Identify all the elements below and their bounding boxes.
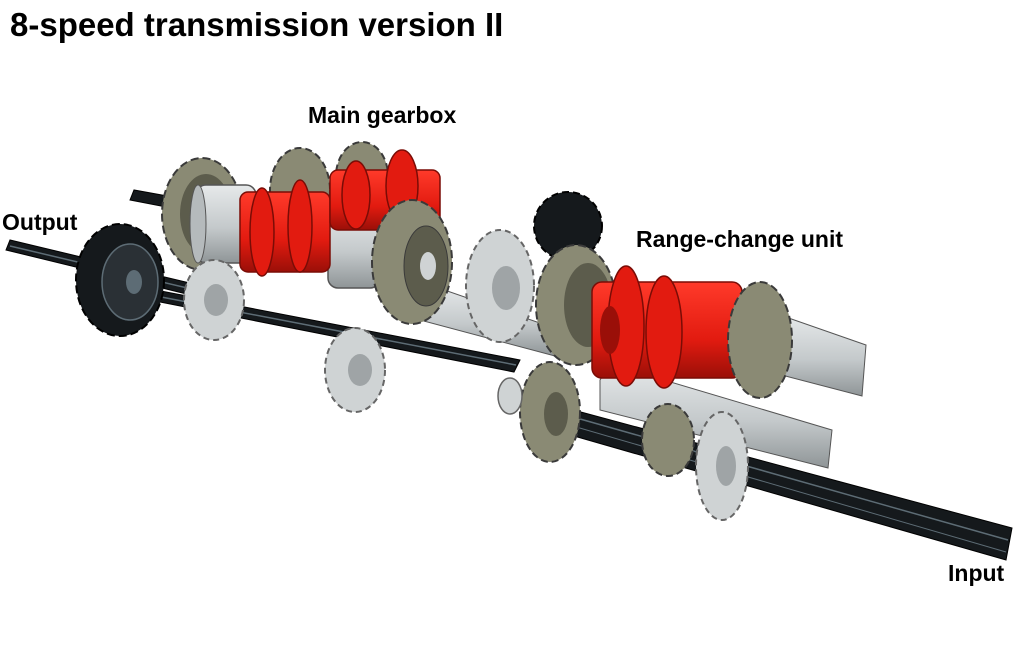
diagram-title: 8-speed transmission version II	[10, 6, 504, 43]
gear-main-front-1	[371, 199, 453, 325]
gear-counter-grey-3	[465, 229, 535, 343]
gear-range-lower-1	[519, 361, 581, 463]
knob-range-lower	[497, 377, 523, 415]
gear-range-lower-grey	[695, 411, 749, 521]
gear-range-lower-2	[641, 403, 695, 477]
label-range-change-unit: Range-change unit	[636, 226, 844, 252]
gear-counter-grey-2	[324, 327, 386, 413]
clutch-main-red-1	[239, 179, 331, 277]
label-output: Output	[2, 209, 78, 235]
gear-range-rear	[727, 281, 793, 399]
gear-black-rear	[533, 191, 603, 261]
clutch-range-red	[591, 265, 743, 389]
label-main-gearbox: Main gearbox	[308, 102, 457, 128]
label-input: Input	[948, 560, 1005, 586]
gear-counter-grey-1	[183, 259, 245, 341]
gear-output-black	[75, 223, 165, 337]
